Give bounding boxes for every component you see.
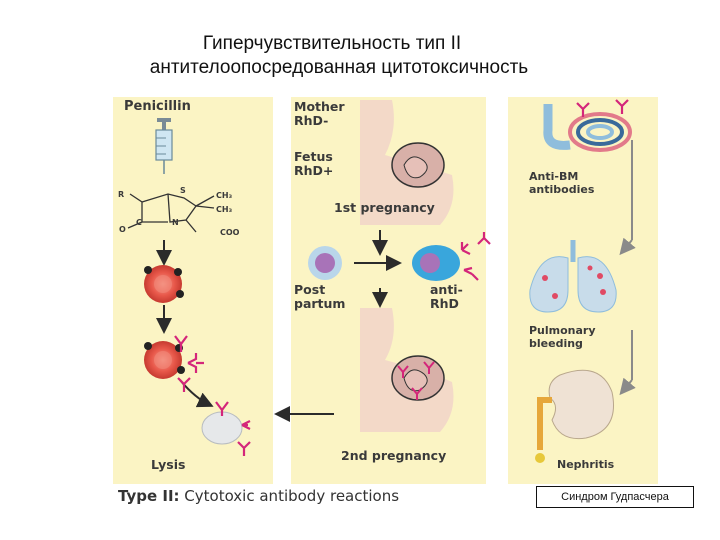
figure-caption: Type II: Cytotoxic antibody reactions [118,487,399,505]
lysed-cell-icon [201,401,251,456]
ch3-top-label: CH₃ [216,191,233,200]
lysis-label: Lysis [151,457,186,472]
b-cell-icon [308,246,342,280]
goodpasture-note-box: Синдром Гудпасчера [536,486,694,508]
o-atom-label: O [119,225,126,234]
anti-rhd-label: anti- RhD [430,282,463,311]
plasma-cell-antibody-icon [412,232,491,281]
mother-rhd-label: Mother RhD- [294,99,345,128]
post-partum-label: Post partum [294,282,346,311]
first-pregnancy-label: 1st pregnancy [334,200,435,215]
lungs-icon [529,240,617,313]
r-group-label: R [118,190,125,199]
pregnant-mother-1st-icon [360,100,454,225]
penicillin-label: Penicillin [124,99,191,114]
slide-title-line2: антителоопосредованная цитотоксичность [149,57,529,78]
glomerulus-icon [543,99,632,152]
coo-label: COO [220,228,240,237]
n-atom-label: N [172,218,179,227]
panel-penicillin [113,97,273,484]
rbc-drug-coated-icon [144,265,184,303]
pulmonary-bleeding-label: Pulmonary bleeding [529,324,596,350]
penicillin-structure [127,193,215,233]
rbc-antibody-bound-icon [144,335,204,392]
nephritis-label: Nephritis [557,458,615,471]
caption-prefix: Type II: [118,487,180,505]
anti-bm-label: Anti-BM antibodies [529,170,595,196]
kidney-icon [535,369,614,463]
s-atom-label: S [180,186,186,195]
caption-text: Cytotoxic antibody reactions [179,487,400,505]
slide-title-line1: Гиперчувствительность тип II [202,33,462,54]
c-atom-label: C [136,218,142,227]
ch3-bottom-label: CH₃ [216,205,233,214]
syringe-icon [155,118,173,174]
pregnant-mother-2nd-icon [360,308,454,432]
second-pregnancy-label: 2nd pregnancy [341,448,447,463]
fetus-rhd-label: Fetus RhD+ [294,149,334,178]
